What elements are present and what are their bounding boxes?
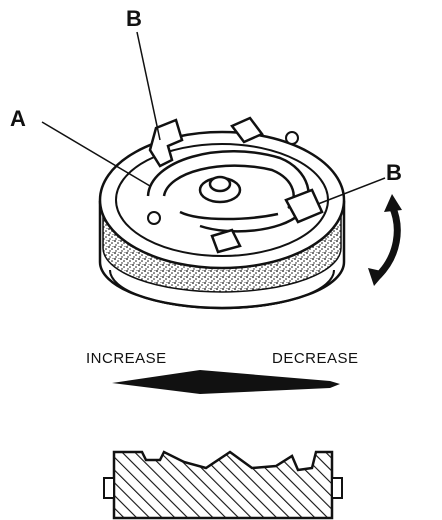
spring-inner-curve: [162, 164, 295, 209]
section-right-tab: [331, 477, 343, 499]
callout-a: A: [10, 106, 26, 131]
leader-a: [41, 121, 151, 187]
top-tabs: [148, 116, 324, 254]
screw-left: [147, 211, 161, 225]
spring-lower-curve: [179, 210, 279, 221]
screws: [147, 131, 299, 225]
leader-right-b: [317, 177, 386, 205]
rotation-arrow: [368, 194, 402, 286]
callout-right-b: B: [386, 160, 402, 185]
section-body: [112, 450, 334, 520]
screw-top-right: [285, 131, 299, 145]
wheel-groove: [109, 269, 335, 309]
tab-top-right: [230, 116, 264, 144]
caption-decrease: DECREASE: [272, 350, 359, 367]
caption-increase: INCREASE: [86, 350, 167, 367]
leader-top-b: [136, 31, 161, 141]
rotation-arrow-head-bottom: [368, 268, 386, 286]
section-left-tab: [103, 477, 115, 499]
tab-right: [284, 188, 324, 224]
direction-arrow: [112, 370, 340, 394]
rotation-arrow-head-top: [384, 194, 402, 212]
callout-leaders: [41, 31, 386, 205]
callout-top-b: B: [126, 6, 142, 31]
center-hub: [198, 175, 242, 204]
hub-nut: [208, 175, 232, 193]
tab-bottom: [210, 228, 242, 254]
cross-section: [103, 450, 343, 520]
